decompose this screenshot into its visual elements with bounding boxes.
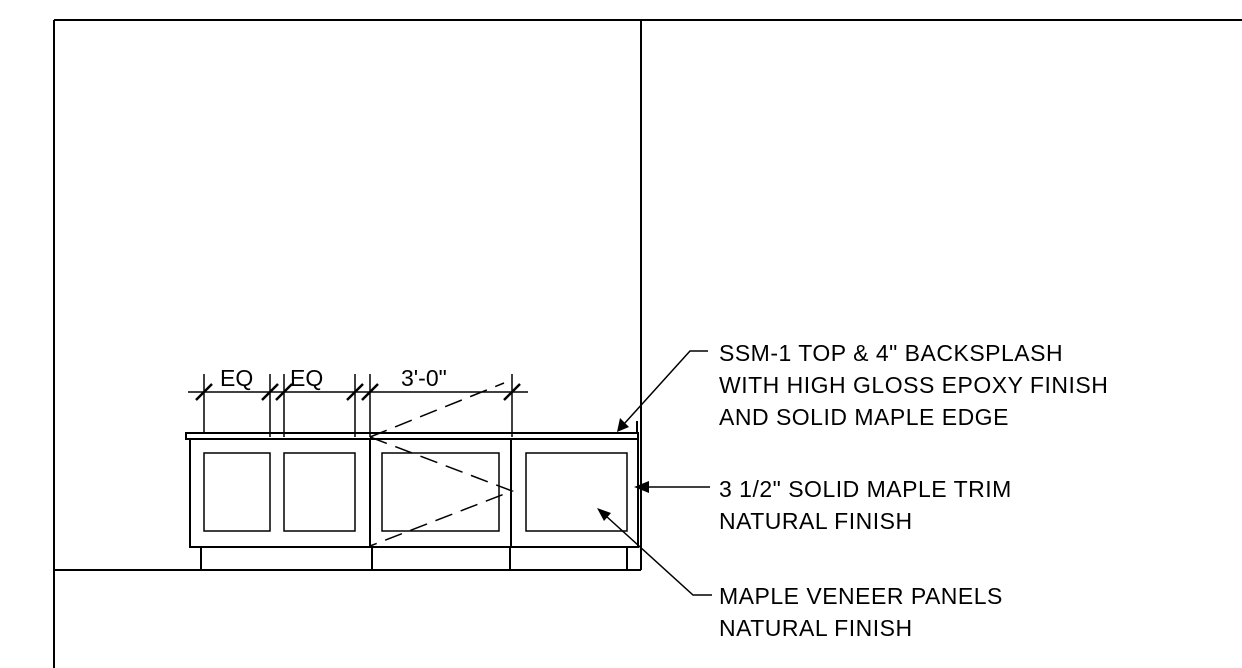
leader-countertop xyxy=(617,350,708,432)
panel-3 xyxy=(381,452,500,532)
callout-countertop-line1: SSM-1 TOP & 4" BACKSPLASH xyxy=(719,340,1063,366)
veneer-panels xyxy=(203,452,628,532)
callout-countertop: SSM-1 TOP & 4" BACKSPLASH WITH HIGH GLOS… xyxy=(719,340,1108,430)
leader-panels xyxy=(597,508,712,596)
dimension-eq-left: EQ xyxy=(220,365,253,391)
callout-countertop-line3: AND SOLID MAPLE EDGE xyxy=(719,404,1009,430)
dimension-eq-middle: EQ xyxy=(290,365,323,391)
callout-trim-line2: NATURAL FINISH xyxy=(719,508,913,534)
panel-1 xyxy=(203,452,271,532)
callout-trim: 3 1/2" SOLID MAPLE TRIM NATURAL FINISH xyxy=(719,476,1012,534)
callout-panels-line2: NATURAL FINISH xyxy=(719,615,913,641)
panel-2 xyxy=(283,452,356,532)
callout-countertop-line2: WITH HIGH GLOSS EPOXY FINISH xyxy=(719,372,1108,398)
countertop xyxy=(185,421,639,440)
leader-trim xyxy=(634,481,710,493)
dimension-string: EQ EQ 3'-0" xyxy=(188,365,528,437)
callout-trim-line1: 3 1/2" SOLID MAPLE TRIM xyxy=(719,476,1012,502)
cabinet-base xyxy=(200,546,628,571)
door-swing-lines xyxy=(369,382,515,547)
dimension-door-width: 3'-0" xyxy=(401,365,447,391)
callout-panels-line1: MAPLE VENEER PANELS xyxy=(719,583,1003,609)
panel-4 xyxy=(525,452,628,532)
callout-panels: MAPLE VENEER PANELS NATURAL FINISH xyxy=(719,583,1003,641)
